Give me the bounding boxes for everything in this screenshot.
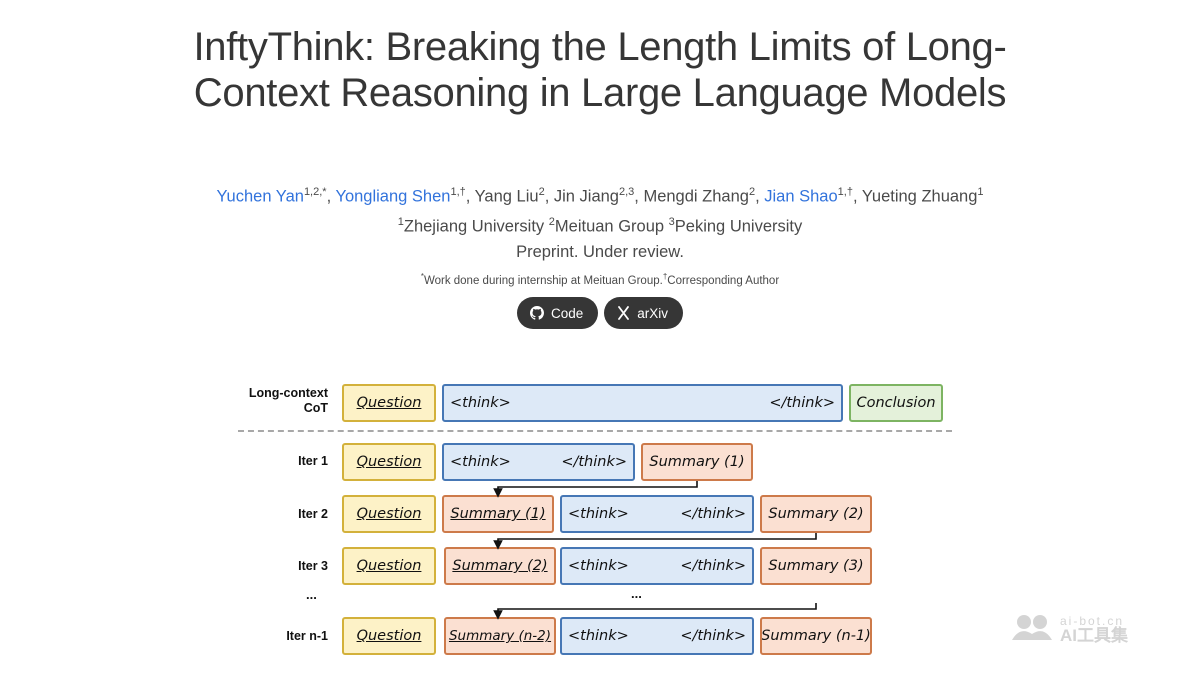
watermark-domain: ai-bot.cn bbox=[1060, 613, 1125, 628]
row-label: Iter n-1 bbox=[286, 629, 328, 643]
code-label: Code bbox=[550, 305, 584, 321]
author-name: Jin Jiang bbox=[553, 187, 619, 206]
author-link[interactable]: Jian Shao bbox=[764, 187, 838, 206]
author-list: Yuchen Yan1,2,*, Yongliang Shen1,†, Yang… bbox=[216, 186, 984, 206]
question-box: Question bbox=[342, 617, 436, 655]
footnote: *Work done during internship at Meituan … bbox=[420, 272, 780, 287]
summary-box: Summary (1) bbox=[442, 495, 554, 533]
think-box: <think></think> bbox=[560, 495, 754, 533]
row-label-ellipsis: ... bbox=[306, 587, 317, 602]
question-box: Question bbox=[342, 384, 436, 422]
think-box: <think></think> bbox=[442, 443, 635, 481]
summary-box: Summary (1) bbox=[641, 443, 753, 481]
arrow-1 bbox=[493, 481, 698, 498]
page-title: InftyThink: Breaking the Length Limits o… bbox=[193, 25, 1007, 115]
affiliations: 1Zhejiang University 2Meituan Group 3Pek… bbox=[397, 216, 803, 236]
link-buttons: Code arXiv bbox=[0, 297, 1200, 329]
author-link[interactable]: Yongliang Shen bbox=[335, 187, 451, 206]
question-box: Question bbox=[342, 547, 436, 585]
author-link[interactable]: Yuchen Yan bbox=[216, 187, 304, 206]
affiliation: Zhejiang University bbox=[403, 217, 545, 236]
watermark-logo-icon bbox=[1010, 612, 1054, 647]
summary-box: Summary (2) bbox=[760, 495, 872, 533]
summary-box: Summary (n-2) bbox=[444, 617, 556, 655]
summary-box: Summary (3) bbox=[760, 547, 872, 585]
watermark: ai-bot.cn AI工具集 bbox=[1010, 612, 1128, 647]
author-name: Yueting Zhuang bbox=[861, 187, 978, 206]
watermark-name: AI工具集 bbox=[1060, 625, 1128, 645]
conclusion-box: Conclusion bbox=[849, 384, 943, 422]
question-box: Question bbox=[342, 495, 436, 533]
author-name: Yang Liu bbox=[474, 187, 539, 206]
affiliation: Peking University bbox=[674, 217, 803, 236]
code-button[interactable]: Code bbox=[516, 297, 599, 329]
affiliation: Meituan Group bbox=[554, 217, 665, 236]
row-label: Iter 2 bbox=[298, 507, 328, 521]
arxiv-button[interactable]: arXiv bbox=[604, 297, 684, 329]
summary-box: Summary (n-1) bbox=[760, 617, 872, 655]
divider bbox=[238, 430, 952, 432]
github-icon bbox=[529, 306, 544, 320]
author-name: Mengdi Zhang bbox=[643, 187, 749, 206]
think-box: <think></think> bbox=[442, 384, 843, 422]
arxiv-label: arXiv bbox=[637, 305, 669, 321]
question-box: Question bbox=[342, 443, 436, 481]
row-label: Iter 1 bbox=[298, 454, 328, 468]
arrow-2 bbox=[493, 533, 817, 550]
publication-status: Preprint. Under review. bbox=[516, 243, 684, 261]
arrow-3 bbox=[493, 603, 817, 620]
ellipsis-mid: ... bbox=[631, 586, 642, 601]
row-label: Iter 3 bbox=[298, 559, 328, 573]
think-box: <think></think> bbox=[560, 547, 754, 585]
think-box: <think></think> bbox=[560, 617, 754, 655]
arxiv-icon bbox=[617, 306, 630, 320]
